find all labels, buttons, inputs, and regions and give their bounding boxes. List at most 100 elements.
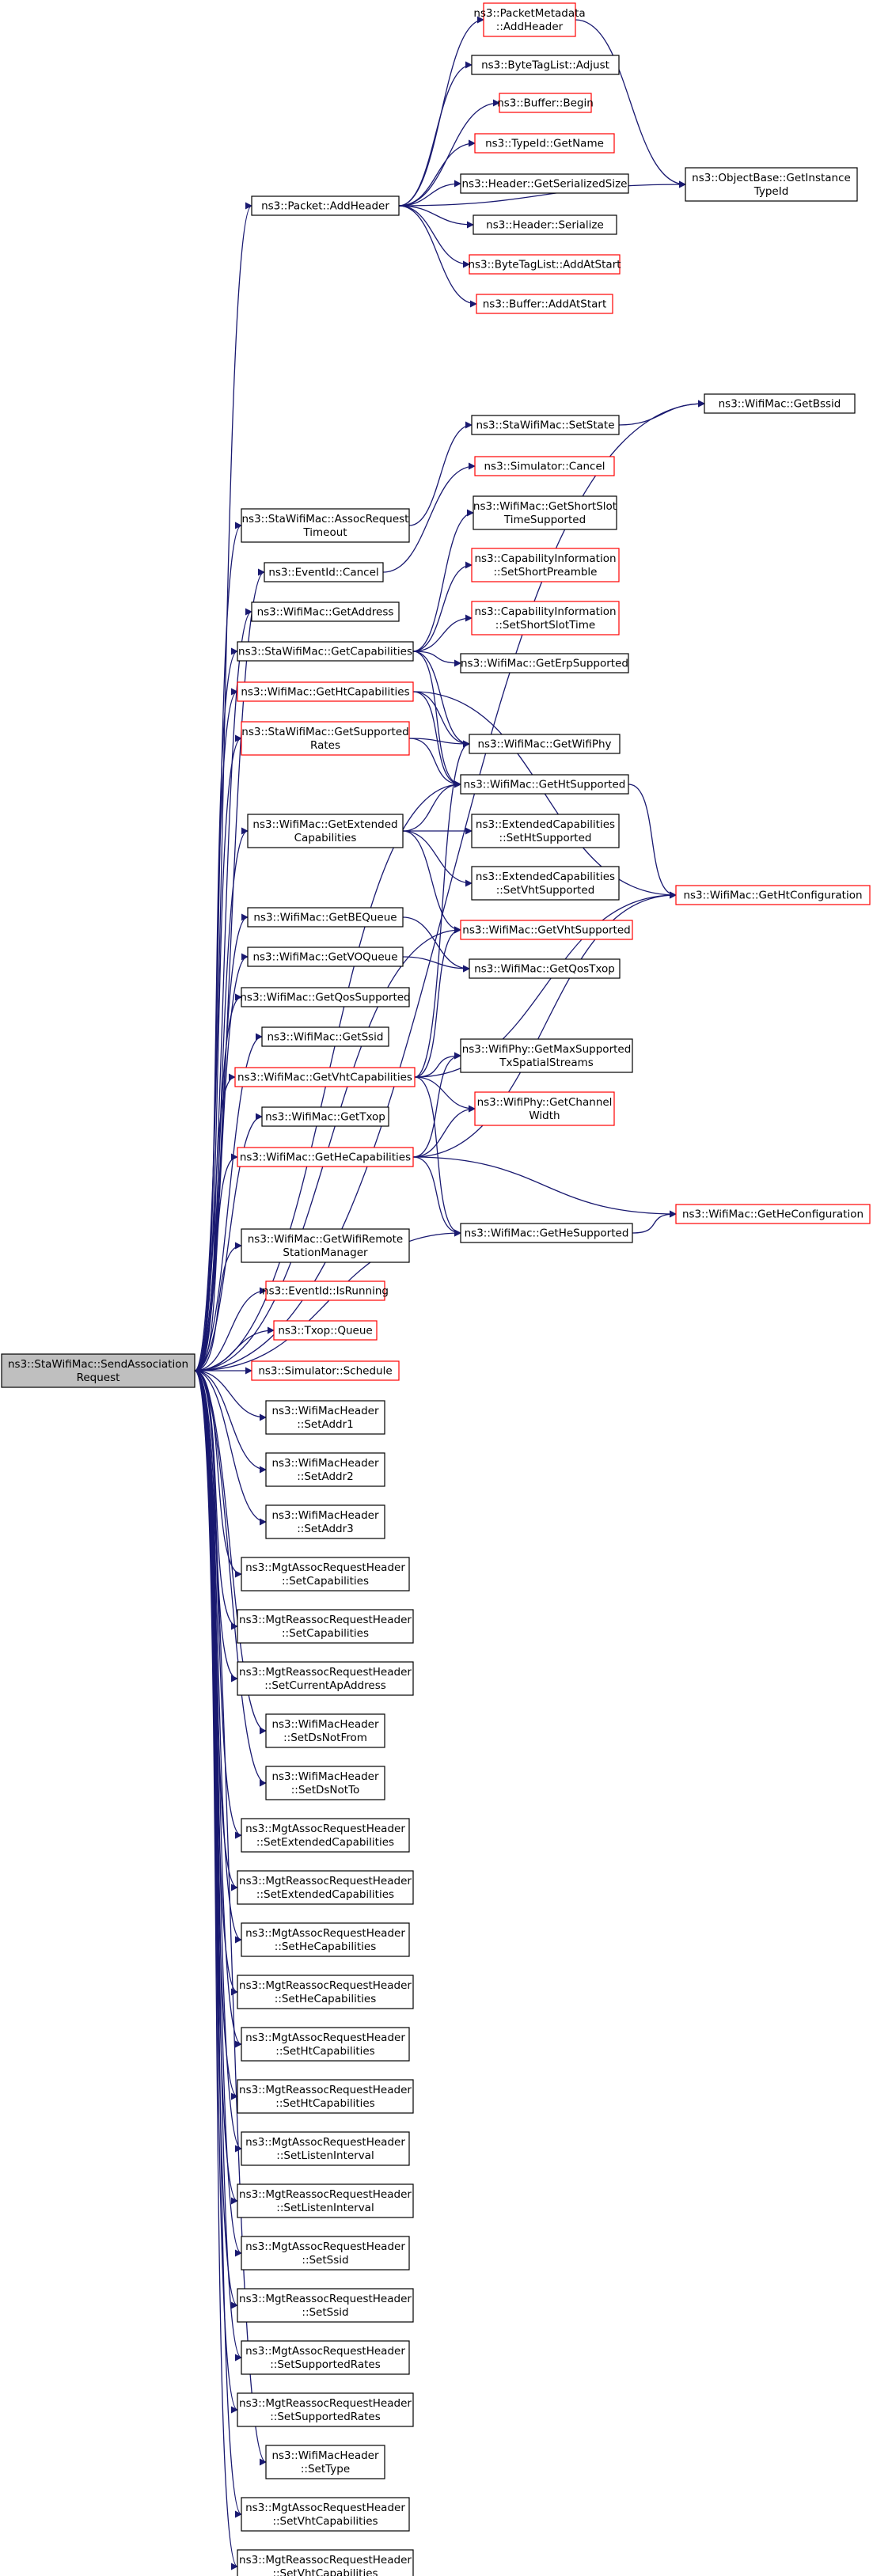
node-eventid-cancel[interactable]: ns3::EventId::Cancel — [264, 562, 384, 582]
node-wm-getvhtsupported[interactable]: ns3::WifiMac::GetVhtSupported — [460, 920, 633, 940]
node-wmh-setaddr1[interactable]: ns3::WifiMacHeader::SetAddr1 — [265, 1400, 385, 1435]
node-header-getsersize[interactable]: ns3::Header::GetSerializedSize — [460, 173, 629, 194]
node-eventid-isrunning[interactable]: ns3::EventId::IsRunning — [262, 1280, 389, 1301]
node-ec-sethtsupported[interactable]: ns3::ExtendedCapabilities::SetHtSupporte… — [471, 814, 620, 848]
node-box — [241, 1818, 410, 1853]
node-txop-queue[interactable]: ns3::Txop::Queue — [273, 1320, 378, 1341]
node-wmh-setaddr3[interactable]: ns3::WifiMacHeader::SetAddr3 — [265, 1504, 385, 1539]
node-mrrh-setrates[interactable]: ns3::MgtReassocRequestHeader::SetSupport… — [237, 2392, 414, 2427]
node-box — [460, 920, 633, 940]
node-box — [261, 1026, 389, 1047]
node-marh-setvhtcap[interactable]: ns3::MgtAssocRequestHeader::SetVhtCapabi… — [241, 2497, 410, 2532]
node-box — [247, 947, 404, 967]
node-label: Request — [77, 1371, 120, 1384]
node-ci-setshortslottime[interactable]: ns3::CapabilityInformation::SetShortSlot… — [471, 601, 620, 635]
edge-packet_addheader-to-btl_adjust — [398, 61, 473, 207]
node-label: ::SetVhtSupported — [496, 884, 595, 897]
node-wm-getvoqueue[interactable]: ns3::WifiMac::GetVOQueue — [247, 947, 404, 967]
node-pm-addheader[interactable]: ns3::PacketMetadata::AddHeader — [473, 2, 586, 37]
node-marh-setextcap[interactable]: ns3::MgtAssocRequestHeader::SetExtendedC… — [241, 1818, 410, 1853]
node-box — [241, 2027, 410, 2062]
node-label: ns3::WifiMac::GetHtConfiguration — [683, 890, 862, 902]
node-wm-getqostxop[interactable]: ns3::WifiMac::GetQosTxop — [469, 958, 621, 979]
node-btl-addatstart[interactable]: ns3::ByteTagList::AddAtStart — [468, 254, 621, 275]
edge-wm_gethtcapabilities-to-wm_gethtsupported — [412, 691, 461, 788]
edge-root-to-wm_getextcap — [194, 827, 249, 1371]
node-buffer-begin[interactable]: ns3::Buffer::Begin — [497, 93, 594, 113]
node-wm-gethesupported[interactable]: ns3::WifiMac::GetHeSupported — [460, 1223, 633, 1243]
node-mrrh-setcap[interactable]: ns3::MgtReassocRequestHeader::SetCapabil… — [237, 1609, 414, 1644]
node-buffer-addatstart[interactable]: ns3::Buffer::AddAtStart — [476, 294, 613, 314]
node-box — [474, 133, 615, 154]
node-ec-setvhtsupported[interactable]: ns3::ExtendedCapabilities::SetVhtSupport… — [471, 866, 620, 901]
node-box — [237, 1870, 414, 1905]
node-label: ns3::WifiMac::GetQosSupported — [240, 992, 410, 1004]
node-box — [460, 1223, 633, 1243]
node-wm-getqossupported[interactable]: ns3::WifiMac::GetQosSupported — [240, 987, 411, 1007]
node-box — [264, 562, 384, 582]
node-btl-adjust[interactable]: ns3::ByteTagList::Adjust — [471, 55, 620, 75]
edge-root-to-wm_getbequeue — [194, 913, 249, 1371]
node-wm-gethtsupported[interactable]: ns3::WifiMac::GetHtSupported — [460, 774, 629, 795]
node-box — [241, 1228, 410, 1263]
node-packet-addheader[interactable]: ns3::Packet::AddHeader — [251, 195, 400, 216]
node-wm-getheconfiguration[interactable]: ns3::WifiMac::GetHeConfiguration — [675, 1204, 871, 1224]
node-mrrh-sethtcap[interactable]: ns3::MgtReassocRequestHeader::SetHtCapab… — [237, 2079, 414, 2114]
node-marh-setrates[interactable]: ns3::MgtAssocRequestHeader::SetSupported… — [241, 2340, 410, 2375]
node-header-serialize[interactable]: ns3::Header::Serialize — [473, 214, 617, 235]
node-mrrh-setcurap[interactable]: ns3::MgtReassocRequestHeader::SetCurrent… — [237, 1661, 414, 1696]
node-marh-sethecap[interactable]: ns3::MgtAssocRequestHeader::SetHeCapabil… — [241, 1922, 410, 1957]
node-wmh-settype[interactable]: ns3::WifiMacHeader::SetType — [265, 2445, 385, 2479]
node-wm-getaddress[interactable]: ns3::WifiMac::GetAddress — [251, 601, 400, 622]
node-label: ns3::MgtReassocRequestHeader — [239, 2554, 412, 2567]
edge-root-to-wmh_setaddr3 — [194, 1370, 267, 1526]
edge-root-to-wm_getqossupported — [194, 993, 242, 1371]
node-sim-schedule[interactable]: ns3::Simulator::Schedule — [251, 1360, 400, 1381]
node-marh-setcap[interactable]: ns3::MgtAssocRequestHeader::SetCapabilit… — [241, 1557, 410, 1592]
node-label: TimeSupported — [503, 514, 586, 526]
edge-root-to-eventid_isrunning — [194, 1287, 267, 1371]
node-marh-sethtcap[interactable]: ns3::MgtAssocRequestHeader::SetHtCapabil… — [241, 2027, 410, 2062]
node-wm-getwifiphy[interactable]: ns3::WifiMac::GetWifiPhy — [469, 734, 621, 754]
node-swm-setstate[interactable]: ns3::StaWifiMac::SetState — [471, 415, 620, 435]
node-marh-setlisten[interactable]: ns3::MgtAssocRequestHeader::SetListenInt… — [241, 2131, 410, 2166]
node-wm-getssid[interactable]: ns3::WifiMac::GetSsid — [261, 1026, 389, 1047]
node-box — [265, 1504, 385, 1539]
node-wp-getmaxss[interactable]: ns3::WifiPhy::GetMaxSupportedTxSpatialSt… — [460, 1038, 633, 1073]
node-mrrh-setextcap[interactable]: ns3::MgtReassocRequestHeader::SetExtende… — [237, 1870, 414, 1905]
node-wm-getbequeue[interactable]: ns3::WifiMac::GetBEQueue — [247, 907, 404, 928]
node-box — [237, 681, 414, 702]
node-wm-getvhtcapabilities[interactable]: ns3::WifiMac::GetVhtCapabilities — [234, 1067, 416, 1087]
node-swm-getcapabilities[interactable]: ns3::StaWifiMac::GetCapabilities — [237, 641, 414, 662]
node-wm-gettxop[interactable]: ns3::WifiMac::GetTxop — [261, 1106, 389, 1127]
edge-root-to-marh_setssid — [194, 1370, 242, 2257]
node-wm-gethtconfiguration[interactable]: ns3::WifiMac::GetHtConfiguration — [675, 885, 871, 905]
node-label: TypeId — [753, 185, 789, 198]
node-sim-cancel[interactable]: ns3::Simulator::Cancel — [474, 456, 615, 476]
node-box — [273, 1320, 378, 1341]
node-mrrh-setvhtcap[interactable]: ns3::MgtReassocRequestHeader::SetVhtCapa… — [237, 2549, 414, 2576]
node-typeid-getname[interactable]: ns3::TypeId::GetName — [474, 133, 615, 154]
node-mrrh-setssid[interactable]: ns3::MgtReassocRequestHeader::SetSsid — [237, 2288, 414, 2323]
node-wmh-setaddr2[interactable]: ns3::WifiMacHeader::SetAddr2 — [265, 1452, 385, 1487]
node-box — [483, 2, 576, 37]
node-mrrh-sethecap[interactable]: ns3::MgtReassocRequestHeader::SetHeCapab… — [237, 1975, 414, 2009]
node-wm-gethecapabilities[interactable]: ns3::WifiMac::GetHeCapabilities — [237, 1147, 414, 1167]
node-marh-setssid[interactable]: ns3::MgtAssocRequestHeader::SetSsid — [241, 2236, 410, 2271]
node-wmh-setdsnotfrom[interactable]: ns3::WifiMacHeader::SetDsNotFrom — [265, 1713, 385, 1748]
node-wm-gethtcapabilities[interactable]: ns3::WifiMac::GetHtCapabilities — [237, 681, 414, 702]
node-wm-getbssid[interactable]: ns3::WifiMac::GetBssid — [704, 393, 856, 414]
node-label: ns3::WifiMac::GetShortSlot — [473, 500, 617, 513]
node-wmh-setdsnotto[interactable]: ns3::WifiMacHeader::SetDsNotTo — [265, 1766, 385, 1800]
node-ci-setshortpreamble[interactable]: ns3::CapabilityInformation::SetShortPrea… — [471, 548, 620, 582]
node-wm-getwifiremote[interactable]: ns3::WifiMac::GetWifiRemoteStationManage… — [241, 1228, 410, 1263]
node-wm-geterpsupported[interactable]: ns3::WifiMac::GetErpSupported — [460, 653, 629, 673]
node-mrrh-setlisten[interactable]: ns3::MgtReassocRequestHeader::SetListenI… — [237, 2183, 414, 2218]
